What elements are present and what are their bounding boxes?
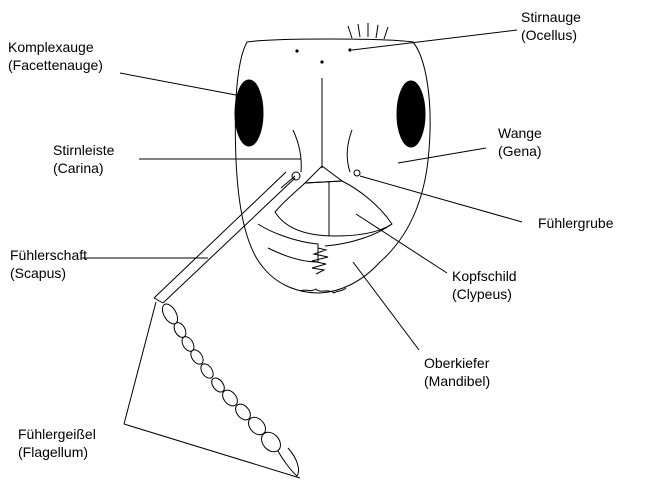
clypeus [274,180,393,237]
label-kopfschild-alt: (Clypeus) [452,286,512,302]
label-oberkiefer-alt: (Mandibel) [424,373,491,389]
label-komplexauge: Komplexauge (Facettenauge) [8,38,103,74]
leader-stirnauge [351,29,518,51]
antennal-socket-right [353,169,361,177]
label-fuehlergeissel-name: Fühlergeißel [18,426,96,442]
label-stirnauge-alt: (Ocellus) [521,27,578,43]
compound-eye-left [234,79,264,147]
label-kopfschild: Kopfschild (Clypeus) [452,267,517,303]
carina-left [292,129,302,173]
label-oberkiefer-name: Oberkiefer [424,355,490,371]
label-stirnleiste: Stirnleiste (Carina) [53,141,114,177]
mandible-teeth [311,247,329,275]
carina-right [346,129,353,173]
label-fuehlergeissel-alt: (Flagellum) [18,444,89,460]
leader-kopfschild [355,213,448,274]
antennal-socket-left [291,171,301,181]
label-komplexauge-alt: (Facettenauge) [8,57,103,73]
label-fuehlergrube-name: Fühlergrube [538,215,614,231]
head-outline [234,38,431,294]
label-stirnauge-name: Stirnauge [521,9,581,25]
label-wange-name: Wange [498,125,542,141]
leader-fuehlergeissel-up [123,301,157,425]
leader-wange [397,147,487,164]
label-stirnleiste-alt: (Carina) [53,160,104,176]
leader-fuehlergeissel-down [123,423,301,479]
leader-komplexauge [119,72,237,96]
label-fuehlergrube: Fühlergrube [538,214,614,232]
mandible-left [257,223,319,263]
label-stirnleiste-name: Stirnleiste [53,142,115,158]
antenna-scape [153,171,296,304]
mouth-tip [299,287,347,294]
antenna-flagellum [161,303,300,477]
label-wange: Wange (Gena) [498,124,542,160]
label-komplexauge-name: Komplexauge [8,39,94,55]
leader-fuehlergrube [359,175,523,223]
leader-oberkiefer [352,261,420,351]
label-oberkiefer: Oberkiefer (Mandibel) [424,354,490,390]
leader-lines [82,29,523,479]
hairs [347,23,389,40]
label-fuehlerschaft-alt: (Scapus) [10,265,67,281]
label-stirnauge: Stirnauge (Ocellus) [521,8,581,44]
ocelli [295,48,352,64]
label-wange-alt: (Gena) [498,143,542,159]
frontal-triangle [303,165,344,184]
compound-eye-right [396,80,426,148]
label-fuehlergeissel: Fühlergeißel (Flagellum) [18,425,96,461]
label-fuehlerschaft-name: Fühlerschaft [10,247,88,263]
label-fuehlerschaft: Fühlerschaft (Scapus) [10,246,87,282]
mandible-right [324,223,393,247]
label-kopfschild-name: Kopfschild [452,268,517,284]
